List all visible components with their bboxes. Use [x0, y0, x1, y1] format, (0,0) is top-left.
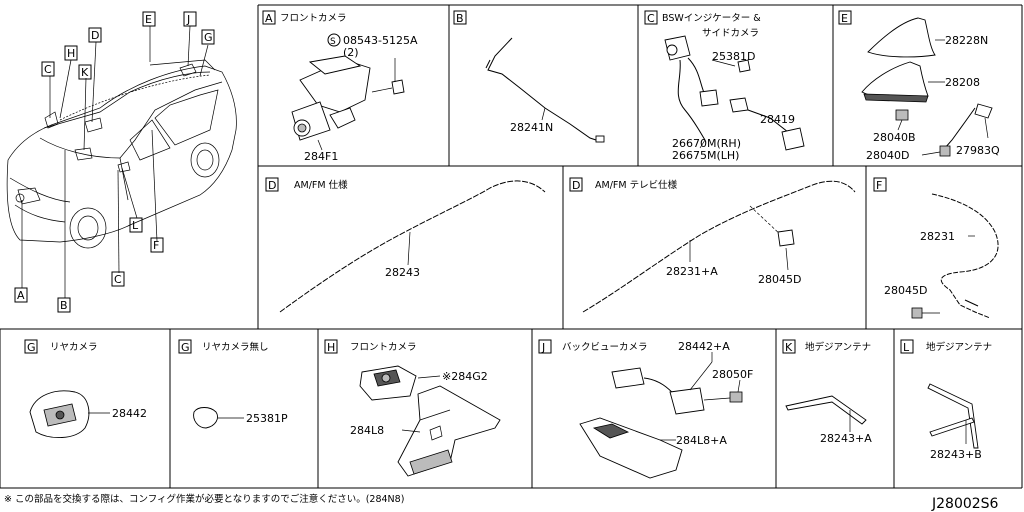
- panel-h-drawing: ※284G2 284L8: [350, 365, 501, 477]
- diagram-code: J28002S6: [931, 496, 999, 512]
- panel-g2-title: リヤカメラ無し: [202, 341, 269, 353]
- part-26675m-lh: 26675M(LH): [672, 149, 739, 162]
- panel-g1-drawing: 28442: [29, 390, 147, 438]
- panel-a-title: フロントカメラ: [280, 13, 347, 24]
- panel-g1-letter: G: [27, 341, 36, 354]
- panel-k-letter: K: [785, 341, 793, 354]
- callout-b: B: [60, 299, 68, 312]
- panel-l-letter: L: [903, 341, 910, 354]
- part-28208: 28208: [945, 76, 980, 89]
- panel-g2-drawing: 25381P: [193, 407, 288, 429]
- part-08543-5125a: 08543-5125A: [343, 34, 418, 47]
- car-callout-leaders: [21, 25, 209, 298]
- panel-f-drawing: 28231 28045D: [884, 193, 999, 319]
- panel-k-drawing: 28243+A: [785, 395, 872, 445]
- part-25381p: 25381P: [246, 412, 288, 425]
- panel-h-title: フロントカメラ: [350, 342, 417, 353]
- part-27983q: 27983Q: [956, 144, 1000, 157]
- part-28442: 28442: [112, 407, 147, 420]
- part-28243-a: 28243+A: [820, 432, 872, 445]
- part-284f1: 284F1: [304, 150, 338, 163]
- car-callouts: E J G D H K C L F C B A: [14, 11, 215, 313]
- part-284l8: 284L8: [350, 424, 384, 437]
- part-28040d: 28040D: [866, 149, 909, 162]
- panel-g2-letter: G: [181, 341, 190, 354]
- panel-e-letter: E: [841, 12, 848, 25]
- panel-titles: フロントカメラ BSWインジケーター & サイドカメラ AM/FM 仕様 AM/…: [50, 13, 992, 353]
- panel-d2-title: AM/FM テレビ仕様: [595, 179, 678, 191]
- panel-b-letter: B: [456, 12, 464, 25]
- part-25381d: 25381D: [712, 50, 755, 63]
- panel-c-drawing: 25381D 28419 26670M(RH) 26675M(LH): [664, 35, 805, 162]
- panel-letters: A B C E D D F G G H J K L: [24, 10, 914, 354]
- callout-d: D: [91, 29, 99, 42]
- part-284g2: ※284G2: [442, 370, 488, 383]
- panel-d2-drawing: 28045D 28231+A: [582, 180, 856, 313]
- callout-a: A: [17, 289, 25, 302]
- panel-c-title-1: BSWインジケーター &: [662, 13, 761, 24]
- part-28243-b: 28243+B: [930, 448, 982, 461]
- panel-d1-title: AM/FM 仕様: [294, 179, 348, 191]
- panel-f-letter: F: [876, 179, 882, 192]
- panel-h-letter: H: [327, 341, 335, 354]
- part-28231-a: 28231+A: [666, 265, 718, 278]
- part-28228n: 28228N: [945, 34, 988, 47]
- panel-j-letter: J: [541, 341, 545, 354]
- callout-l: L: [132, 219, 139, 232]
- panel-j-drawing: 28442+A 28050F 284L8+A: [579, 340, 753, 479]
- part-28045d-tv: 28045D: [758, 273, 801, 286]
- panel-k-title: 地デジアンテナ: [805, 341, 871, 353]
- panel-e-drawing: 28228N 28208 28040B 28040D 27983Q: [861, 17, 1000, 162]
- callout-k: K: [81, 66, 89, 79]
- panel-d2-letter: D: [572, 179, 580, 192]
- car-illustration: [6, 59, 237, 249]
- part-28241n: 28241N: [510, 121, 553, 134]
- panel-a-drawing: S 08543-5125A (2) 284F1: [291, 33, 418, 163]
- callout-e: E: [145, 13, 152, 26]
- part-28050f: 28050F: [712, 368, 753, 381]
- panel-b-drawing: 28241N: [485, 37, 605, 143]
- part-qty-2: (2): [343, 46, 359, 59]
- part-284l8-a: 284L8+A: [676, 434, 727, 447]
- part-28231: 28231: [920, 230, 955, 243]
- callout-c-bottom: C: [114, 273, 122, 286]
- callout-g: G: [204, 31, 213, 44]
- panel-l-title: 地デジアンテナ: [926, 341, 992, 353]
- panel-d1-drawing: 28243: [279, 180, 546, 313]
- panel-d1-letter: D: [268, 179, 276, 192]
- footer-note: ※ この部品を交換する際は、コンフィグ作業が必要となりますのでご注意ください。(…: [4, 493, 404, 505]
- callout-f: F: [153, 239, 159, 252]
- panel-l-drawing: 28243+B: [927, 383, 982, 461]
- callout-j: J: [186, 13, 190, 26]
- callout-h: H: [67, 47, 75, 60]
- panel-c-title-2: サイドカメラ: [702, 28, 759, 39]
- part-28442-a: 28442+A: [678, 340, 730, 353]
- panel-frames: [0, 4, 1023, 489]
- panel-a-letter: A: [265, 12, 273, 25]
- part-28419: 28419: [760, 113, 795, 126]
- screw-symbol: S: [330, 37, 336, 47]
- part-28243: 28243: [385, 266, 420, 279]
- panel-c-letter: C: [647, 12, 655, 25]
- part-28045d-f: 28045D: [884, 284, 927, 297]
- callout-c-left: C: [44, 63, 52, 76]
- part-28040b: 28040B: [873, 131, 916, 144]
- part-26670m-rh: 26670M(RH): [672, 137, 741, 150]
- panel-j-title: バックビューカメラ: [562, 342, 648, 353]
- panel-g1-title: リヤカメラ: [50, 342, 98, 353]
